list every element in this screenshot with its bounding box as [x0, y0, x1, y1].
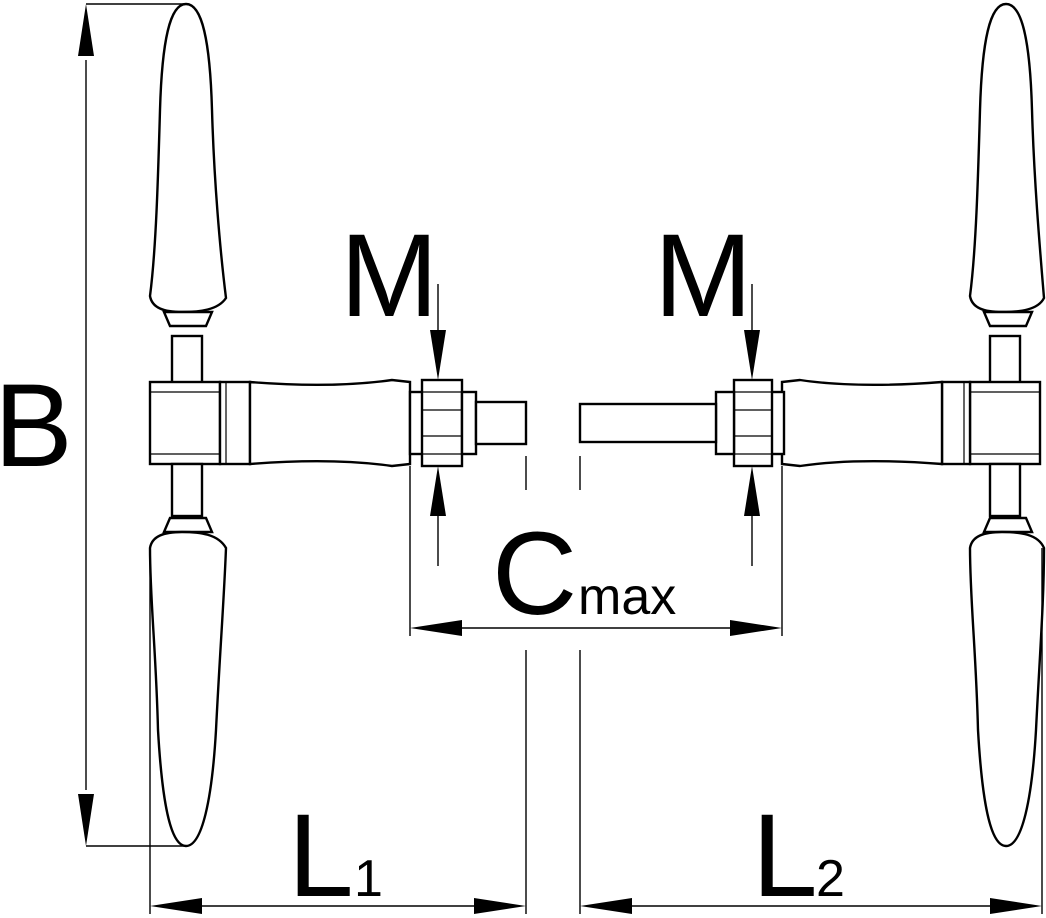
- left-body: [248, 378, 412, 468]
- right-upper-grip: [968, 2, 1046, 314]
- right-nut: [732, 378, 774, 468]
- dimension-l2: [579, 456, 1043, 914]
- label-l1: L: [288, 790, 354, 918]
- dimension-cmax: [409, 466, 783, 636]
- label-l2: L: [752, 790, 818, 918]
- left-lower-grip: [148, 530, 228, 848]
- label-m-left: M: [340, 210, 438, 342]
- left-lower-stem: [170, 462, 204, 518]
- right-body: [780, 378, 944, 468]
- left-pin: [474, 400, 528, 446]
- right-hub: [968, 380, 1042, 466]
- left-upper-stem: [170, 334, 204, 386]
- right-lower-grip: [968, 530, 1046, 848]
- dimension-m-right: [744, 284, 760, 566]
- label-c: C: [492, 508, 577, 640]
- right-pin: [578, 402, 718, 444]
- left-tool: [148, 2, 528, 848]
- left-upper-grip: [148, 2, 228, 314]
- label-l2-sub: 2: [816, 850, 845, 908]
- left-nut: [420, 378, 464, 468]
- label-max: max: [578, 568, 676, 626]
- left-hub: [148, 380, 222, 466]
- dimension-b: [78, 3, 186, 847]
- label-b: B: [0, 360, 73, 492]
- label-m-right: M: [654, 210, 752, 342]
- dimension-m-left: [430, 284, 446, 566]
- right-upper-stem: [988, 334, 1022, 386]
- label-l1-sub: 1: [354, 850, 383, 908]
- right-tool: [578, 2, 1046, 848]
- right-lower-stem: [988, 462, 1022, 518]
- dimension-l1: [149, 456, 527, 914]
